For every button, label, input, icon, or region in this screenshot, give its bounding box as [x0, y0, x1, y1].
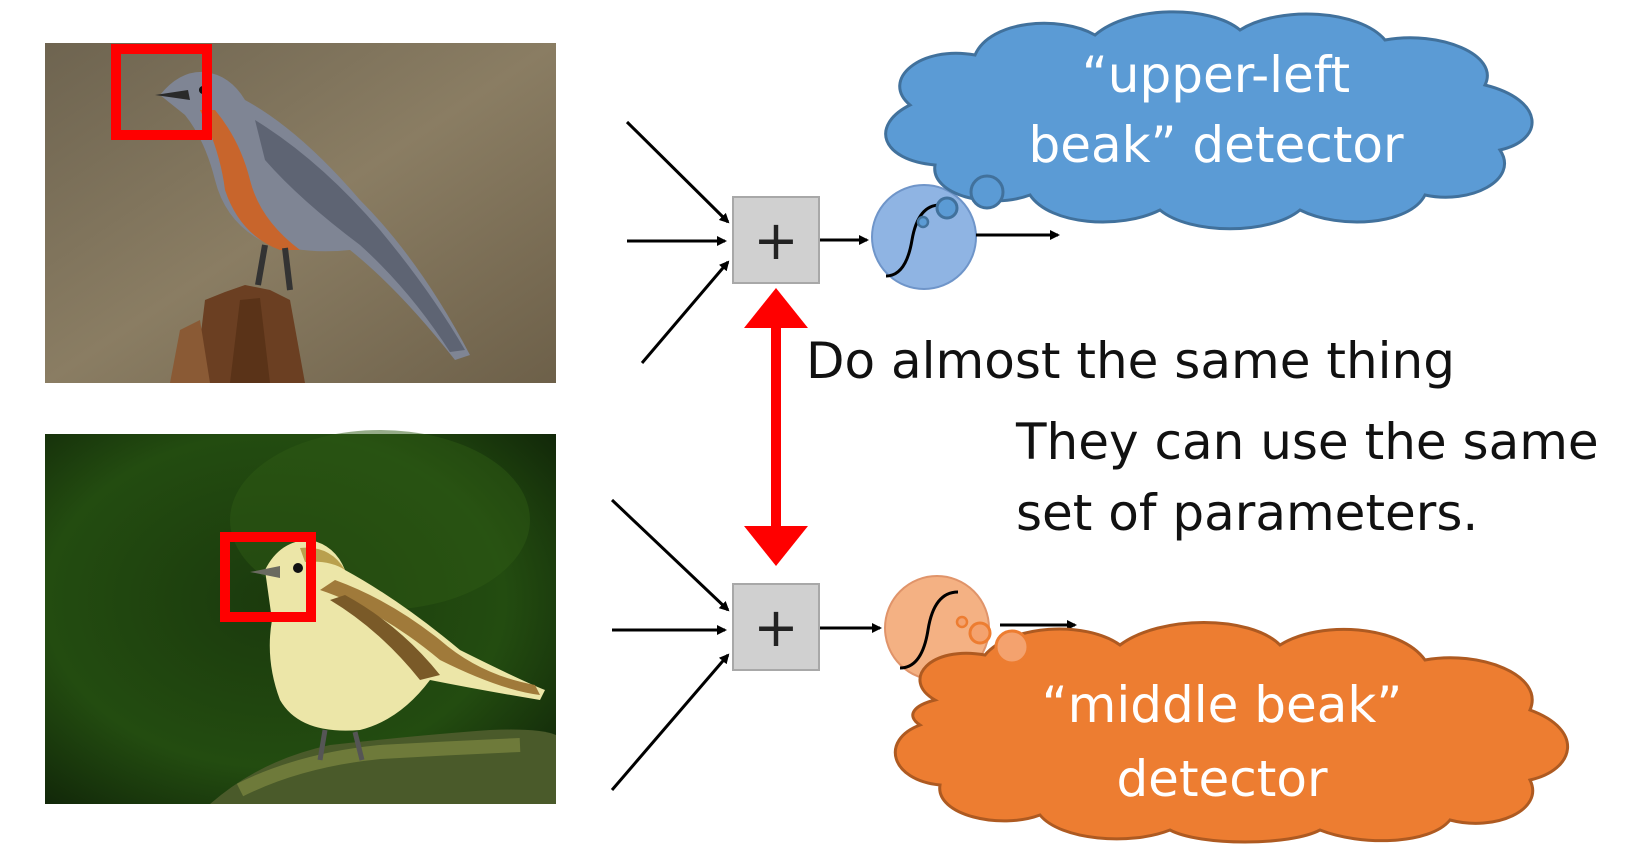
- bottom-cloud-bubble-medium: [968, 621, 992, 645]
- top-sum-symbol: +: [753, 209, 798, 272]
- top-thought-cloud: “upper-left beak” detector: [884, 10, 1534, 231]
- caption-main: Do almost the same thing: [806, 332, 1455, 390]
- top-neuron: +: [625, 120, 1060, 364]
- bottom-sigmoid-curve: [899, 590, 959, 670]
- red-double-arrow: [744, 288, 808, 566]
- top-sigmoid-curve: [885, 203, 941, 278]
- top-sum-box: [732, 196, 820, 284]
- caption-note-line2: set of parameters.: [1016, 484, 1478, 542]
- bottom-beak-highlight: [220, 532, 316, 622]
- bottom-bird-photo: [45, 430, 556, 804]
- bottom-cloud-line2: detector: [1116, 750, 1328, 808]
- bottom-sum-symbol: +: [753, 596, 798, 659]
- top-cloud-bubble-small: [916, 215, 930, 229]
- top-cloud-bubble-medium: [935, 196, 959, 220]
- bottom-sum-box: [732, 583, 820, 671]
- top-beak-highlight: [111, 44, 212, 140]
- top-activation-circle: [871, 184, 977, 290]
- bottom-input-arrow-3: [610, 653, 730, 791]
- caption-note-line1: They can use the same: [1015, 413, 1599, 471]
- bottom-cloud-bubble-large: [994, 629, 1030, 665]
- bottom-thought-cloud: “middle beak” detector: [893, 615, 1570, 844]
- top-input-arrow-1: [625, 120, 730, 224]
- top-bird-photo: [45, 43, 556, 383]
- top-input-arrow-3: [640, 260, 730, 364]
- bottom-cloud-bubble-small: [955, 615, 969, 629]
- top-cloud-line2: beak” detector: [1029, 116, 1404, 174]
- top-cloud-line1: “upper-left: [1082, 46, 1350, 104]
- bottom-input-arrow-1: [610, 498, 730, 612]
- bottom-cloud-line1: “middle beak”: [1042, 676, 1403, 734]
- top-cloud-bubble-large: [969, 174, 1005, 210]
